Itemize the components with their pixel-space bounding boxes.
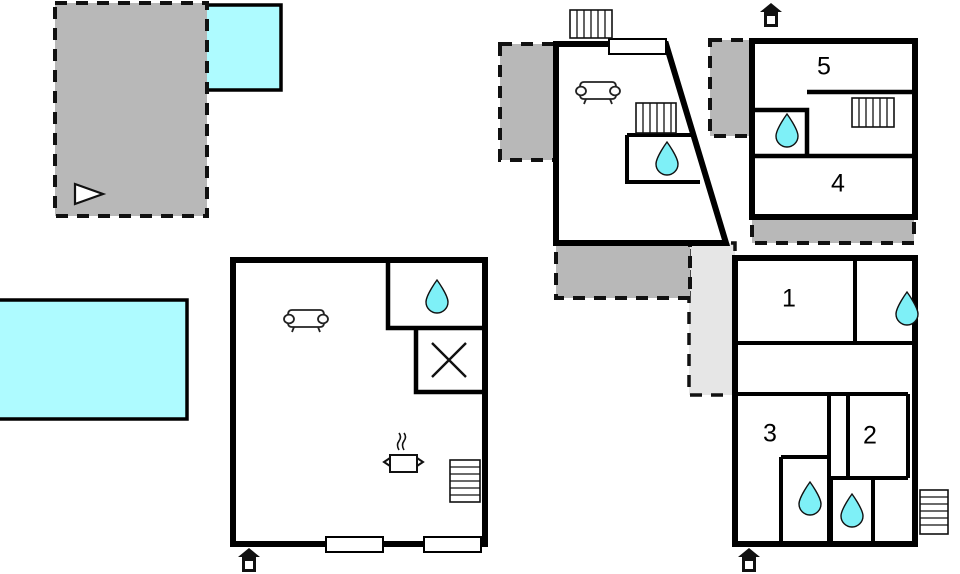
north-east-wing-bath-walls	[752, 107, 810, 156]
door-opening	[325, 536, 384, 553]
pool-north	[203, 3, 283, 92]
room-label-5: 5	[817, 53, 831, 81]
room-label-1: 1	[782, 285, 796, 313]
direction-triangle-icon	[73, 182, 107, 206]
south-east-wing-bath2-walls	[829, 476, 875, 544]
radiator-icon	[449, 459, 481, 503]
building-main-house	[230, 257, 488, 553]
entrance-house-icon	[760, 3, 782, 27]
room-label-3: 3	[763, 420, 777, 448]
cooking-pot-icon	[382, 432, 425, 473]
terrace-north-east-south	[750, 214, 916, 245]
radiator-icon	[569, 9, 613, 39]
entrance-house-icon	[738, 548, 760, 572]
room-label-4: 4	[831, 170, 845, 198]
terrace-west	[53, 1, 209, 218]
room-label-2: 2	[863, 422, 877, 450]
radiator-icon	[851, 97, 895, 128]
center-wing-bath-walls	[625, 135, 700, 184]
radiator-icon	[635, 102, 677, 134]
pool-west	[0, 298, 189, 421]
door-opening	[608, 38, 667, 55]
terrace-center-east-strip	[687, 241, 737, 397]
building-south-east-wing: 1 2 3	[732, 255, 949, 547]
building-north-east-wing: 5 4	[749, 38, 918, 220]
door-opening	[423, 536, 482, 553]
terrace-center-west	[498, 42, 560, 162]
building-center-wing	[553, 9, 731, 246]
main-house-inner-walls	[385, 260, 485, 331]
terrace-north-east-west	[708, 38, 756, 138]
water-areas	[0, 3, 283, 421]
cross-mark-icon	[431, 342, 467, 378]
entrance-house-icon	[238, 548, 260, 572]
terrace-center-south	[554, 241, 692, 300]
center-wing-outline	[553, 41, 731, 246]
south-east-wing-outline	[732, 255, 918, 547]
radiator-icon	[919, 489, 949, 535]
main-house-void-walls	[413, 328, 485, 395]
